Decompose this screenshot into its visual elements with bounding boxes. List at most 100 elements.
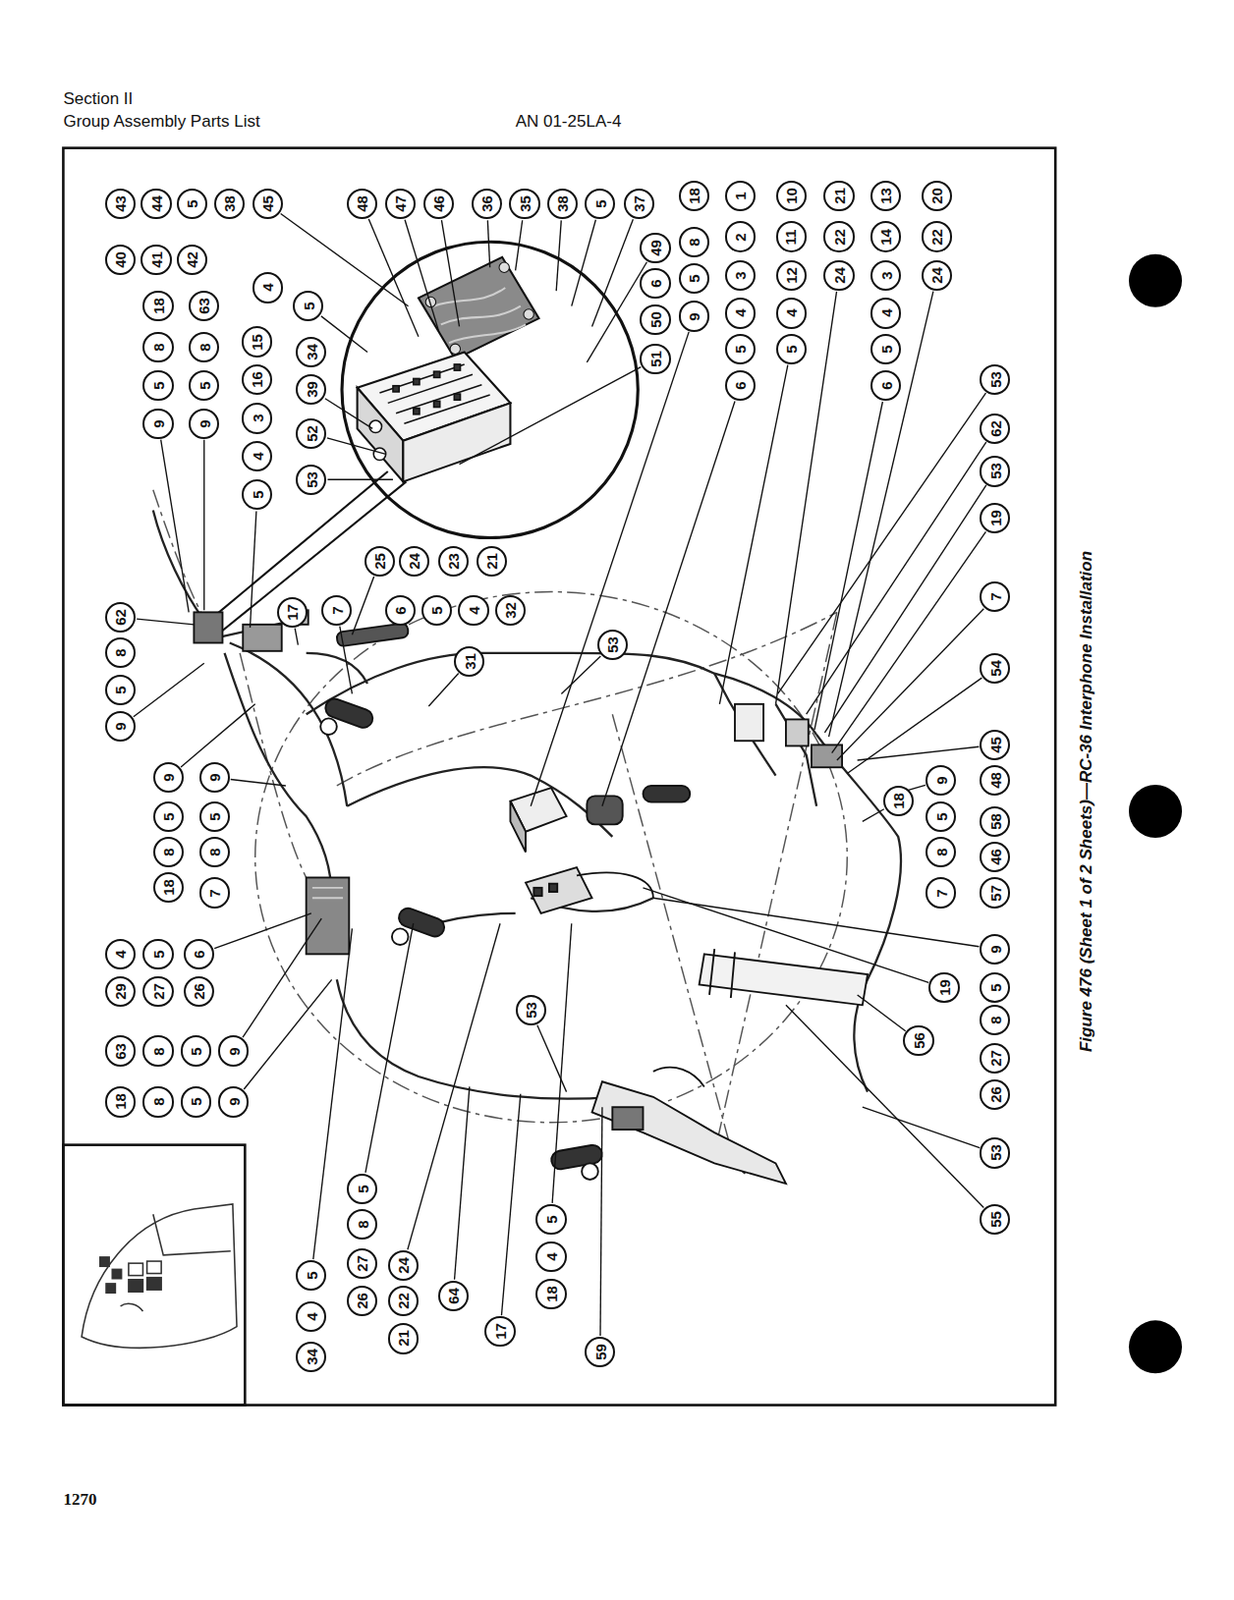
callout-circle: 22 bbox=[921, 221, 953, 252]
leader-line bbox=[404, 220, 440, 333]
callout-circle: 36 bbox=[471, 188, 503, 220]
callout-number: 8 bbox=[151, 1047, 167, 1056]
callout-circle: 53 bbox=[515, 995, 547, 1026]
callout-circle: 4 bbox=[252, 272, 283, 303]
callout-number: 9 bbox=[225, 1098, 241, 1107]
callout-circle: 7 bbox=[979, 581, 1010, 613]
callout-number: 9 bbox=[225, 1047, 241, 1056]
callout-number: 59 bbox=[592, 1344, 608, 1361]
callout-circle: 4 bbox=[457, 595, 489, 626]
leader-line bbox=[785, 1005, 984, 1208]
callout-circle: 5 bbox=[776, 334, 807, 365]
leader-line bbox=[806, 442, 987, 715]
callout-circle: 1 bbox=[725, 180, 756, 212]
callout-number: 9 bbox=[161, 773, 176, 782]
callout-number: 24 bbox=[395, 1257, 411, 1275]
callout-number: 5 bbox=[933, 812, 949, 821]
callout-number: 34 bbox=[303, 343, 319, 361]
leader-line bbox=[365, 923, 414, 1174]
callout-circle: 4 bbox=[241, 441, 273, 472]
callout-circle: 47 bbox=[385, 188, 416, 220]
callout-number: 53 bbox=[523, 1002, 539, 1019]
callout-circle: 9 bbox=[188, 408, 220, 440]
callout-number: 18 bbox=[112, 1094, 128, 1112]
callout-circle: 42 bbox=[176, 244, 208, 276]
callout-number: 5 bbox=[878, 344, 894, 353]
callout-number: 3 bbox=[249, 414, 265, 423]
leader-line bbox=[242, 918, 322, 1038]
callout-circle: 8 bbox=[346, 1209, 378, 1240]
callout-number: 22 bbox=[929, 228, 945, 246]
callout-circle: 24 bbox=[921, 260, 953, 291]
callout-number: 58 bbox=[987, 813, 1003, 831]
callout-number: 8 bbox=[196, 342, 212, 351]
callout-circle: 26 bbox=[183, 976, 215, 1008]
callout-circle: 4 bbox=[725, 297, 756, 329]
callout-number: 19 bbox=[936, 979, 952, 997]
callout-number: 8 bbox=[161, 847, 176, 856]
page-number: 1270 bbox=[62, 1490, 97, 1511]
callout-number: 6 bbox=[878, 382, 894, 391]
callout-circle: 6 bbox=[639, 268, 671, 299]
callout-circle: 38 bbox=[214, 188, 245, 220]
callout-circle: 9 bbox=[218, 1086, 249, 1118]
leader-line bbox=[592, 219, 634, 327]
leader-line bbox=[327, 479, 393, 481]
callout-number: 46 bbox=[431, 195, 447, 213]
callout-number: 22 bbox=[395, 1292, 411, 1310]
callout-number: 32 bbox=[503, 602, 518, 619]
callout-circle: 5 bbox=[142, 939, 173, 970]
callout-circle: 21 bbox=[388, 1323, 419, 1354]
leader-line bbox=[214, 913, 312, 950]
callout-circle: 4 bbox=[535, 1241, 566, 1273]
leader-line bbox=[133, 663, 205, 717]
leader-line bbox=[846, 677, 982, 774]
callout-circle: 63 bbox=[188, 290, 220, 322]
callout-circle: 23 bbox=[438, 546, 469, 577]
callout-circle: 9 bbox=[979, 934, 1010, 965]
callout-number: 4 bbox=[878, 309, 894, 318]
leader-line bbox=[857, 995, 906, 1032]
leader-line bbox=[837, 609, 984, 761]
callout-number: 53 bbox=[987, 463, 1003, 481]
callout-circle: 59 bbox=[584, 1337, 616, 1368]
callout-number: 7 bbox=[933, 889, 949, 898]
callout-circle: 8 bbox=[142, 1086, 173, 1118]
callout-circle: 44 bbox=[140, 188, 171, 220]
callout-circle: 5 bbox=[176, 188, 208, 220]
callout-circle: 32 bbox=[495, 595, 526, 626]
callout-circle: 22 bbox=[823, 221, 854, 252]
callout-circle: 27 bbox=[142, 976, 173, 1008]
callout-circle: 20 bbox=[921, 180, 953, 212]
callout-circle: 24 bbox=[823, 260, 854, 291]
callout-number: 20 bbox=[929, 187, 945, 205]
callout-number: 29 bbox=[112, 983, 128, 1001]
callout-circle: 5 bbox=[241, 479, 273, 510]
callout-circle: 6 bbox=[725, 370, 756, 401]
callout-circle: 8 bbox=[979, 1005, 1010, 1036]
callout-number: 53 bbox=[303, 471, 319, 489]
callout-number: 50 bbox=[647, 311, 663, 329]
leader-line bbox=[243, 979, 332, 1090]
callout-number: 5 bbox=[151, 950, 167, 958]
callout-circle: 16 bbox=[241, 364, 273, 395]
callout-number: 46 bbox=[987, 848, 1003, 866]
callout-number: 5 bbox=[784, 344, 799, 353]
callout-number: 43 bbox=[112, 195, 128, 213]
callout-number: 41 bbox=[148, 252, 164, 270]
callout-circle: 41 bbox=[140, 244, 171, 276]
leader-line bbox=[458, 367, 641, 465]
callout-number: 5 bbox=[686, 274, 702, 282]
callout-number: 21 bbox=[831, 187, 846, 205]
callout-circle: 8 bbox=[142, 332, 173, 363]
callout-number: 3 bbox=[732, 271, 748, 280]
callout-number: 19 bbox=[987, 509, 1003, 527]
callout-number: 23 bbox=[446, 553, 461, 570]
callout-number: 5 bbox=[249, 491, 265, 500]
callout-circle: 37 bbox=[623, 188, 655, 220]
leader-line bbox=[161, 440, 190, 614]
leader-line bbox=[832, 531, 987, 753]
callout-circle: 6 bbox=[385, 595, 416, 626]
callout-circle: 26 bbox=[346, 1286, 378, 1317]
callout-circle: 58 bbox=[979, 806, 1010, 838]
